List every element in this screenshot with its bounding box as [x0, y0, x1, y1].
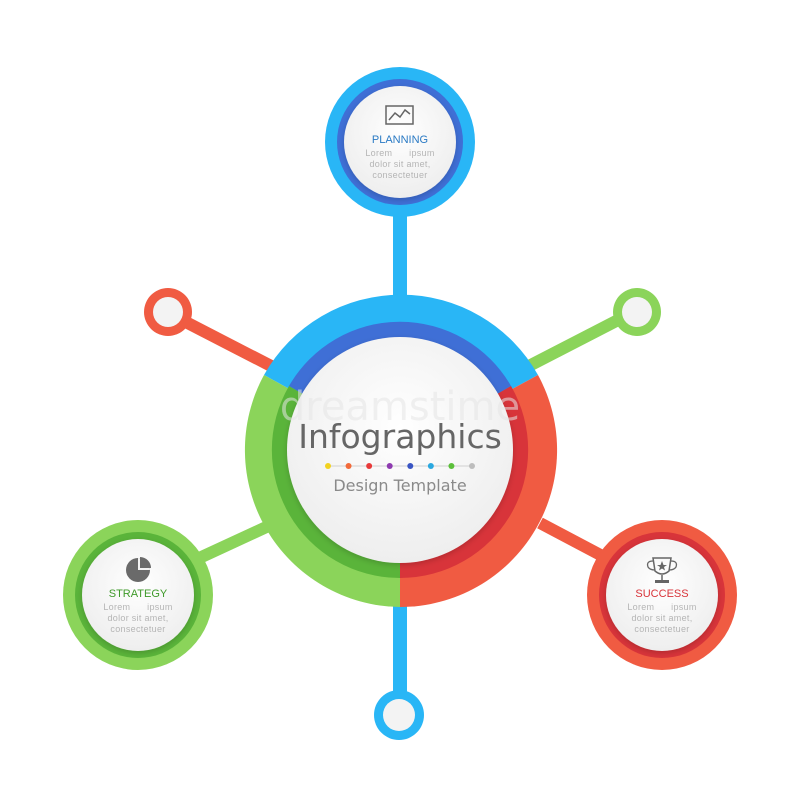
success-text-line-3: consectetuer: [634, 624, 689, 634]
center-disc: [287, 337, 513, 563]
node-planning: PLANNING Lorem ipsum dolor sit amet, con…: [325, 67, 475, 217]
pie-chart-icon: [126, 557, 151, 582]
success-title: SUCCESS: [635, 588, 688, 600]
strategy-title: STRATEGY: [109, 588, 168, 600]
connector-lower-left: [192, 517, 278, 566]
planning-text-line-3: consectetuer: [372, 170, 427, 180]
success-text-line-1: Lorem ipsum: [627, 602, 696, 612]
color-dot: [469, 463, 475, 469]
endpoint-upper-right: [613, 288, 661, 336]
connector-lower-right: [537, 517, 613, 566]
strategy-text-line-2: dolor sit amet,: [107, 613, 168, 623]
color-dot: [386, 463, 393, 469]
center-ring: [244, 294, 558, 607]
center-subtitle: Design Template: [333, 476, 466, 495]
color-dot: [325, 463, 331, 469]
line-chart-icon: [385, 105, 414, 125]
node-strategy: STRATEGY Lorem ipsum dolor sit amet, con…: [63, 520, 213, 670]
color-dot: [448, 463, 455, 469]
connector-upper-left: [175, 312, 278, 374]
connectors: [175, 190, 625, 700]
center-title: Infographics: [298, 417, 502, 456]
connector-upper-right: [522, 312, 625, 374]
strategy-text-line-1: Lorem ipsum: [103, 602, 172, 612]
color-dot: [407, 463, 414, 469]
planning-text-line-2: dolor sit amet,: [369, 159, 430, 169]
color-dot: [345, 463, 352, 469]
endpoint-upper-left: [144, 288, 192, 336]
color-dot: [427, 463, 434, 469]
color-dot-row: [325, 463, 475, 469]
success-text-line-2: dolor sit amet,: [631, 613, 692, 623]
planning-text-line-1: Lorem ipsum: [365, 148, 434, 158]
node-success: SUCCESS Lorem ipsum dolor sit amet, cons…: [587, 520, 737, 670]
trophy-icon: [646, 557, 678, 583]
strategy-text-line-3: consectetuer: [110, 624, 165, 634]
watermark: dreamstime: [280, 384, 520, 430]
planning-title: PLANNING: [372, 134, 428, 146]
endpoint-bottom: [374, 690, 424, 740]
color-dot: [366, 463, 373, 469]
